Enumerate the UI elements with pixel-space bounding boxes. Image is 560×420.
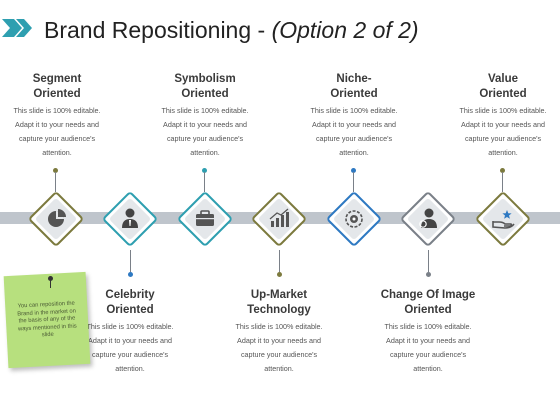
card-body: This slide is 100% editable. Adapt it to…	[75, 320, 185, 376]
card-line: attention.	[264, 364, 294, 373]
sticky-note-text: You can reposition the Brand in the mark…	[17, 300, 77, 339]
card-symbolism-oriented: Symbolism Oriented This slide is 100% ed…	[150, 72, 260, 160]
card-heading: Niche- Oriented	[330, 73, 378, 100]
title-sub: (Option 2 of 2)	[271, 17, 419, 43]
card-heading: Celebrity Oriented	[105, 289, 155, 316]
card-line: capture your audience's	[166, 134, 244, 143]
card-line: capture your audience's	[389, 350, 467, 359]
card-celebrity-oriented: Celebrity Oriented This slide is 100% ed…	[75, 288, 185, 376]
card-heading: Segment Oriented	[32, 73, 82, 100]
connector-dot	[277, 272, 282, 277]
card-line: capture your audience's	[315, 134, 393, 143]
card-line: This slide is 100% editable.	[384, 322, 472, 331]
node-up-market	[250, 190, 308, 248]
connector-stem	[204, 172, 205, 192]
connector-stem	[502, 172, 503, 192]
card-line: capture your audience's	[464, 134, 542, 143]
card-line: attention.	[115, 364, 145, 373]
card-line: attention.	[413, 364, 443, 373]
card-line: This slide is 100% editable.	[310, 106, 398, 115]
card-heading: Change Of Image Oriented	[380, 289, 476, 316]
card-value-oriented: Value Oriented This slide is 100% editab…	[448, 72, 558, 160]
card-body: This slide is 100% editable. Adapt it to…	[224, 320, 334, 376]
card-line: Adapt it to your needs and	[237, 336, 321, 345]
card-body: This slide is 100% editable. Adapt it to…	[150, 104, 260, 160]
card-body: This slide is 100% editable. Adapt it to…	[368, 320, 488, 376]
target-gear-icon	[345, 210, 363, 228]
card-line: This slide is 100% editable.	[13, 106, 101, 115]
connector-dot	[426, 272, 431, 277]
node-niche	[325, 190, 383, 248]
card-line: capture your audience's	[91, 350, 169, 359]
card-line: capture your audience's	[240, 350, 318, 359]
card-body: This slide is 100% editable. Adapt it to…	[299, 104, 409, 160]
card-line: Adapt it to your needs and	[312, 120, 396, 129]
card-line: This slide is 100% editable.	[459, 106, 547, 115]
bar-chart-icon	[269, 208, 289, 227]
chevron-arrows-icon	[2, 19, 32, 37]
title-main: Brand Repositioning -	[44, 17, 272, 43]
sticky-note: You can reposition the Brand in the mark…	[3, 271, 91, 369]
card-line: attention.	[488, 148, 518, 157]
connector-stem	[55, 172, 56, 192]
node-celebrity	[101, 190, 159, 248]
card-line: Adapt it to your needs and	[386, 336, 470, 345]
card-change-of-image-oriented: Change Of Image Oriented This slide is 1…	[368, 288, 488, 376]
card-body: This slide is 100% editable. Adapt it to…	[448, 104, 558, 160]
connector-dot	[128, 272, 133, 277]
card-heading: Up-Market Technology	[247, 289, 311, 316]
connector-stem	[130, 250, 131, 272]
card-niche-oriented: Niche- Oriented This slide is 100% edita…	[299, 72, 409, 160]
hand-star-icon	[492, 210, 515, 229]
node-change-image	[399, 190, 457, 248]
briefcase-icon	[196, 210, 214, 226]
pie-chart-icon	[48, 209, 66, 227]
card-line: This slide is 100% editable.	[86, 322, 174, 331]
card-line: Adapt it to your needs and	[15, 120, 99, 129]
connector-stem	[279, 250, 280, 272]
card-line: attention.	[190, 148, 220, 157]
connector-dot	[351, 168, 356, 173]
card-line: This slide is 100% editable.	[161, 106, 249, 115]
card-heading: Symbolism Oriented	[174, 73, 236, 100]
card-line: attention.	[339, 148, 369, 157]
card-line: capture your audience's	[18, 134, 96, 143]
connector-dot	[500, 168, 505, 173]
pushpin-icon	[48, 276, 53, 281]
card-line: Adapt it to your needs and	[88, 336, 172, 345]
node-symbolism	[176, 190, 234, 248]
person-cycle-icon	[419, 208, 437, 228]
pushpin-needle	[50, 280, 51, 288]
node-value	[474, 190, 532, 248]
card-line: Adapt it to your needs and	[461, 120, 545, 129]
slide-title: Brand Repositioning - (Option 2 of 2)	[44, 17, 419, 44]
card-line: This slide is 100% editable.	[235, 322, 323, 331]
business-person-icon	[122, 208, 138, 228]
connector-stem	[428, 250, 429, 272]
card-heading: Value Oriented	[479, 73, 527, 100]
card-line: attention.	[42, 148, 72, 157]
card-segment-oriented: Segment Oriented This slide is 100% edit…	[2, 72, 112, 160]
card-up-market-technology: Up-Market Technology This slide is 100% …	[224, 288, 334, 376]
connector-dot	[53, 168, 58, 173]
node-segment	[27, 190, 85, 248]
title-bar: Brand Repositioning - (Option 2 of 2)	[0, 10, 560, 44]
connector-dot	[202, 168, 207, 173]
card-line: Adapt it to your needs and	[163, 120, 247, 129]
card-body: This slide is 100% editable. Adapt it to…	[2, 104, 112, 160]
connector-stem	[353, 172, 354, 192]
